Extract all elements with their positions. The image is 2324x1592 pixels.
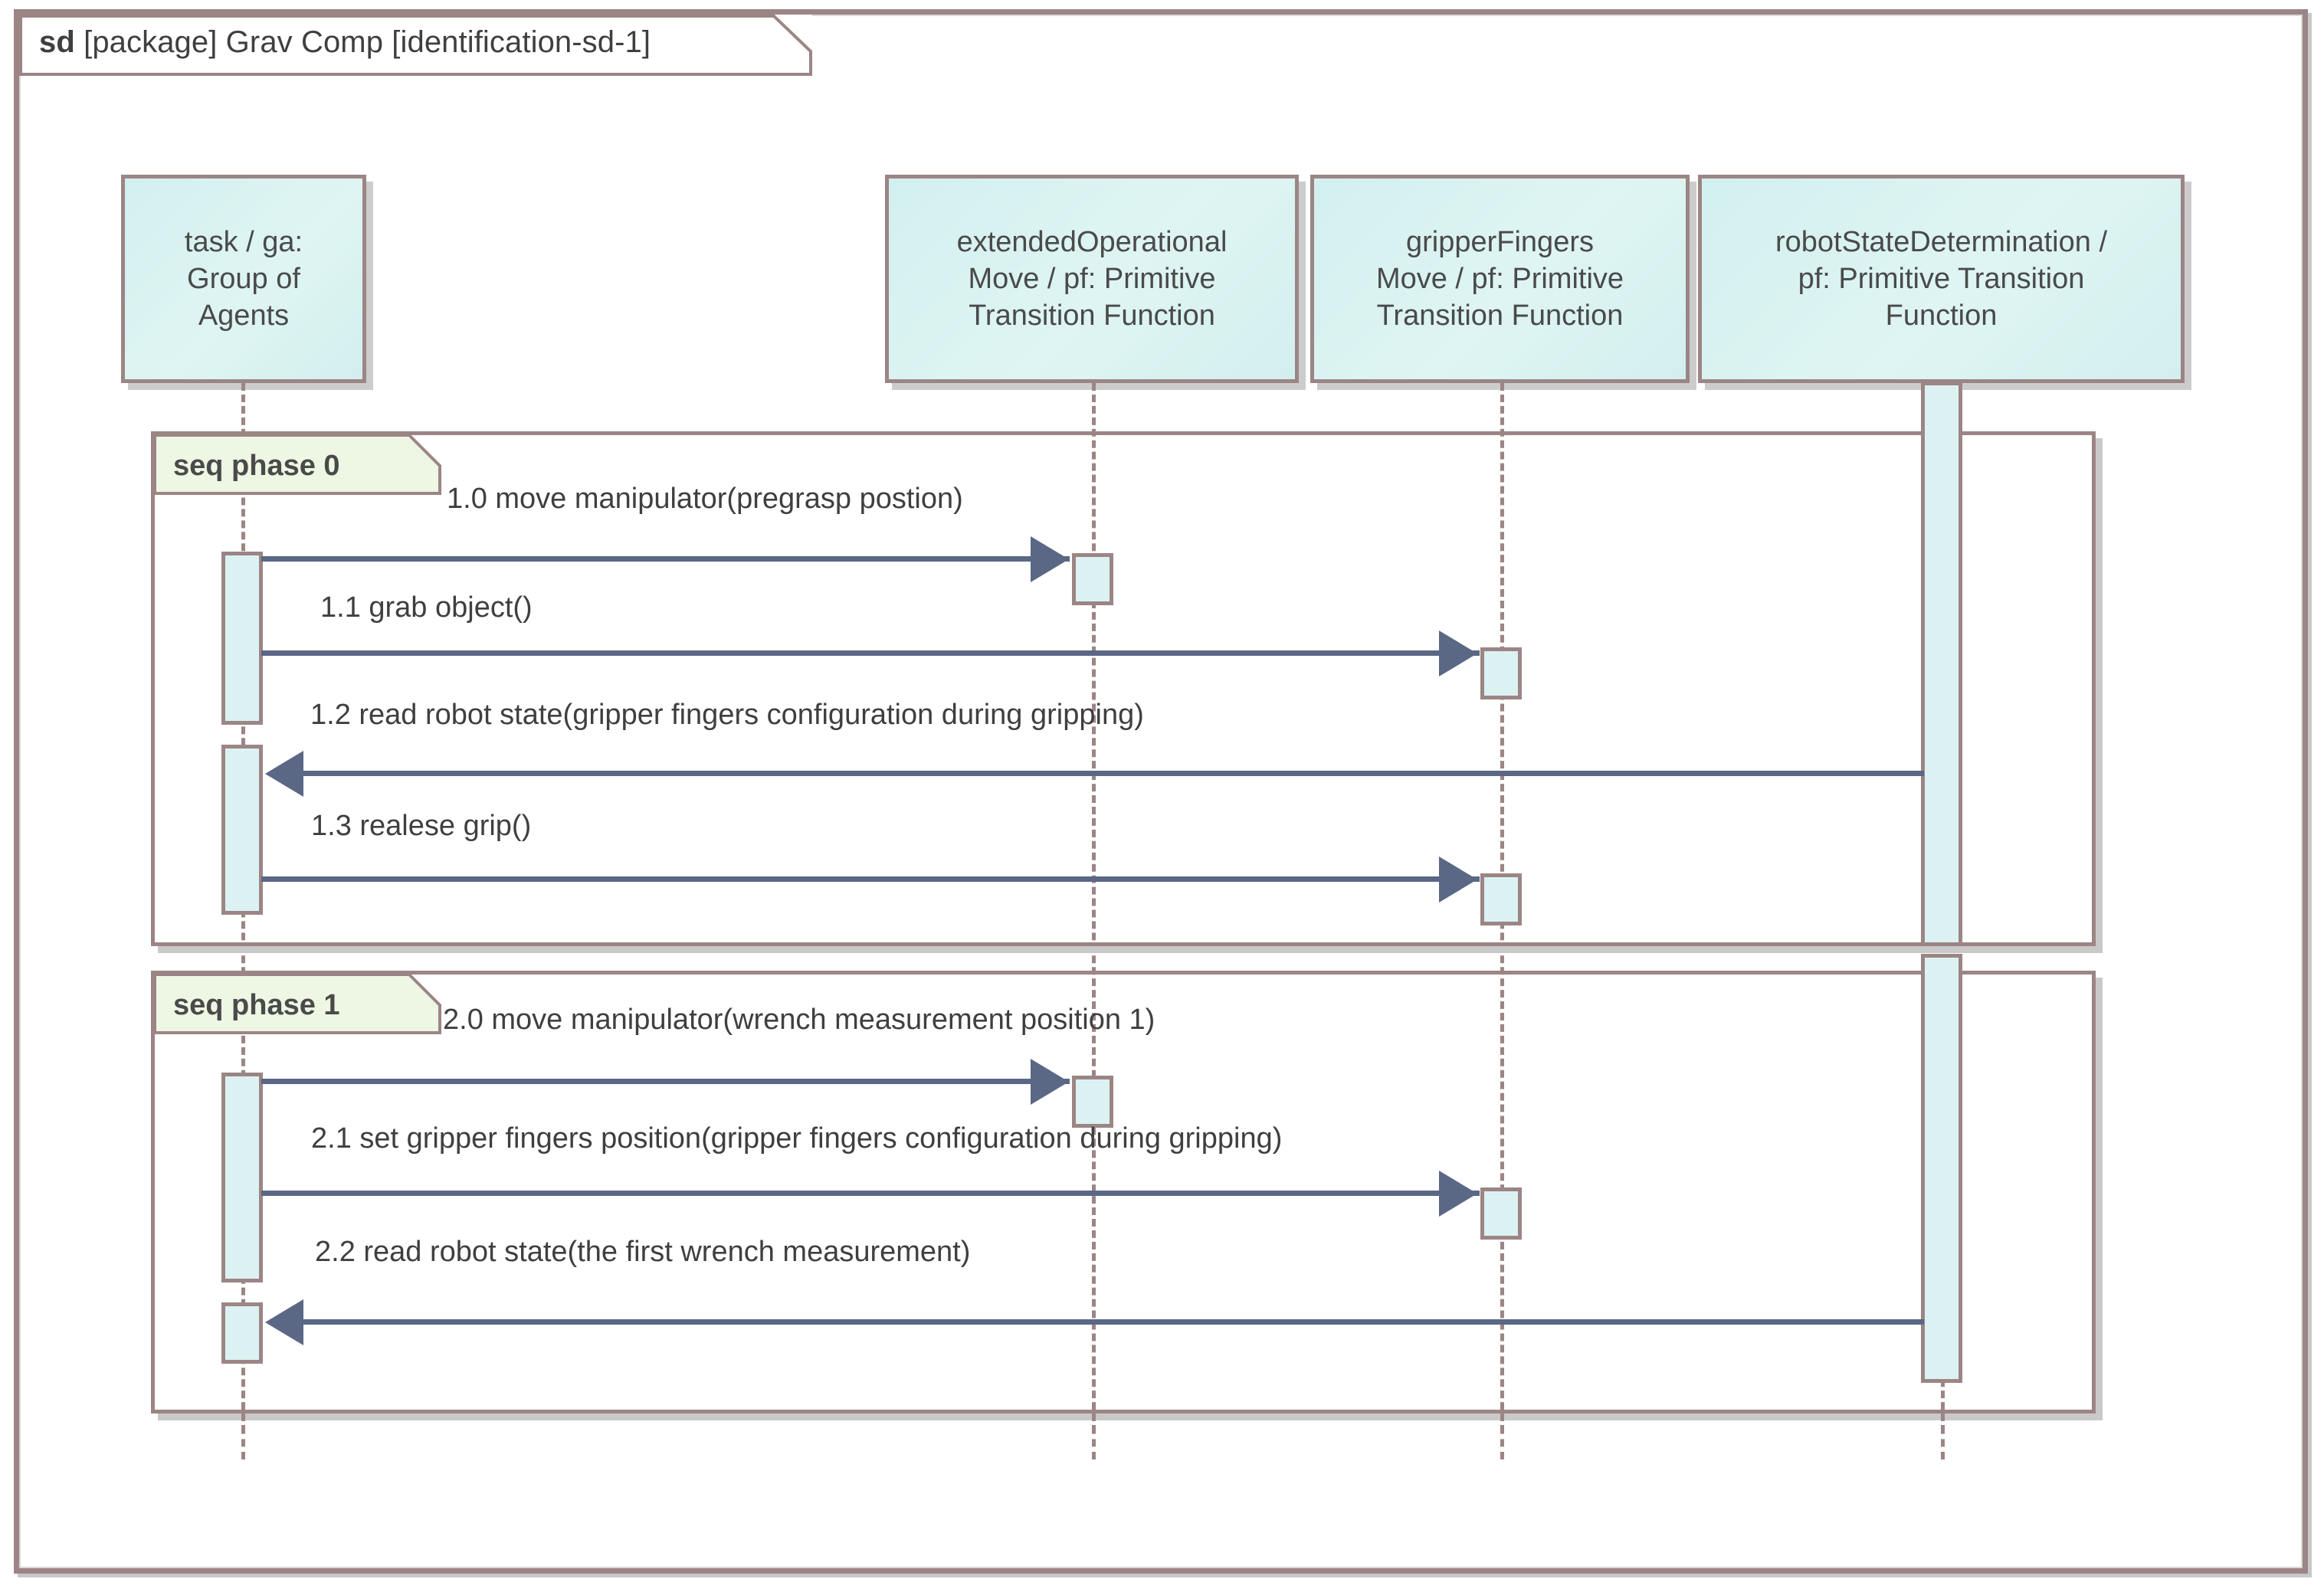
diagram-title-text: [package] Grav Comp [identification-sd-1…: [84, 25, 651, 59]
activation-gfm-p1: [1480, 1187, 1522, 1240]
activation-gfm-p0-a: [1480, 647, 1522, 699]
title-pentagon-shape: [19, 15, 812, 76]
activation-ga-p1-b: [221, 1302, 263, 1364]
lifeline-label-ga: task / ga: Group of Agents: [184, 225, 303, 332]
lifeline-tail-gfm: [1500, 1413, 1504, 1459]
message-arrowhead-2-0: [1031, 1059, 1069, 1105]
lifeline-tail-rsd: [1941, 1413, 1945, 1459]
message-arrowhead-1-2: [265, 751, 303, 797]
message-arrowhead-2-2: [265, 1299, 303, 1345]
fragment-seq-phase-0: seq phase 0: [151, 431, 2096, 946]
message-label-1-1: 1.1 grab object(): [320, 591, 533, 624]
diagram-title-tag: sd [package] Grav Comp [identification-s…: [19, 15, 812, 76]
fragment-pentagon-shape-0: [155, 435, 441, 495]
lifeline-header-rsd[interactable]: robotStateDetermination / pf: Primitive …: [1698, 175, 2185, 383]
lifeline-label-rsd: robotStateDetermination / pf: Primitive …: [1775, 225, 2107, 332]
lifeline-header-ga[interactable]: task / ga: Group of Agents: [121, 175, 366, 383]
activation-rsd-p1: [1921, 954, 1962, 1383]
activation-rsd-p0: [1921, 382, 1962, 946]
message-arrowhead-1-1: [1439, 631, 1477, 676]
fragment-seq-phase-1: seq phase 1: [151, 971, 2096, 1413]
activation-eom-p1: [1072, 1076, 1113, 1128]
message-label-2-2: 2.2 read robot state(the first wrench me…: [315, 1236, 971, 1268]
fragment-tag-phase-0: seq phase 0: [155, 435, 441, 495]
lifeline-label-eom: extendedOperational Move / pf: Primitive…: [956, 225, 1228, 332]
lifeline-header-gfm[interactable]: gripperFingers Move / pf: Primitive Tran…: [1310, 175, 1690, 383]
lifeline-line-eom: [1092, 383, 1096, 1433]
message-line-2-2[interactable]: [303, 1319, 1924, 1325]
activation-eom-p0: [1072, 553, 1113, 605]
fragment-tag-phase-1: seq phase 1: [155, 975, 441, 1034]
message-label-1-3: 1.3 realese grip(): [311, 810, 532, 842]
lifeline-label-gfm: gripperFingers Move / pf: Primitive Tran…: [1375, 225, 1624, 332]
lifeline-tail-ga: [241, 1413, 245, 1459]
message-arrowhead-2-1: [1439, 1171, 1477, 1217]
fragment-label-phase-0: seq phase 0: [173, 450, 340, 482]
lifeline-header-eom[interactable]: extendedOperational Move / pf: Primitive…: [885, 175, 1299, 383]
activation-ga-p0-b: [221, 745, 263, 915]
message-arrowhead-1-0: [1031, 536, 1069, 582]
message-line-2-0[interactable]: [261, 1079, 1070, 1084]
activation-ga-p0-a: [221, 552, 263, 725]
diagram-kind-keyword: sd: [39, 25, 75, 59]
message-line-1-1[interactable]: [261, 650, 1480, 656]
lifeline-tail-eom: [1092, 1413, 1096, 1459]
message-line-2-1[interactable]: [261, 1191, 1480, 1196]
message-label-1-2: 1.2 read robot state(gripper fingers con…: [310, 699, 1144, 731]
message-label-2-1: 2.1 set gripper fingers position(gripper…: [311, 1122, 1283, 1155]
page-title: sd [package] Grav Comp [identification-s…: [39, 25, 651, 60]
fragment-label-phase-1: seq phase 1: [173, 989, 340, 1021]
message-arrowhead-1-3: [1439, 857, 1477, 902]
message-line-1-3[interactable]: [261, 876, 1480, 882]
message-label-2-0: 2.0 move manipulator(wrench measurement …: [443, 1004, 1155, 1036]
message-line-1-2[interactable]: [303, 771, 1924, 776]
message-line-1-0[interactable]: [261, 556, 1070, 562]
message-label-1-0: 1.0 move manipulator(pregrasp postion): [447, 483, 963, 515]
activation-gfm-p0-b: [1480, 873, 1522, 925]
fragment-pentagon-shape-1: [155, 975, 441, 1034]
activation-ga-p1-a: [221, 1073, 263, 1282]
